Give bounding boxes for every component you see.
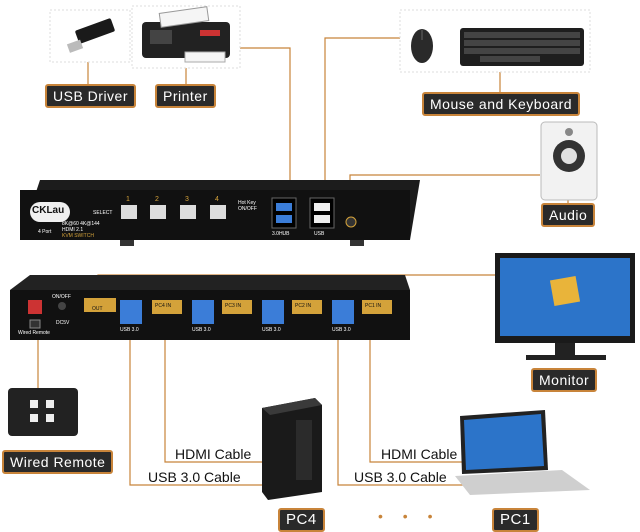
usb3-label-1: USB 3.0 — [120, 327, 139, 333]
usb3-label-3: USB 3.0 — [262, 327, 281, 333]
usb3-label-2: USB 3.0 — [192, 327, 211, 333]
usb3-label-4: USB 3.0 — [332, 327, 351, 333]
hotkey-label: Hot Key ON/OFF — [238, 200, 264, 212]
button-4-label: 4 — [215, 196, 219, 203]
hub-label: 3.0HUB — [272, 231, 290, 237]
pc3-in-label: PC3 IN — [225, 303, 241, 309]
usb-small-label: USB — [314, 231, 324, 237]
button-1-label: 1 — [126, 196, 130, 203]
badge-bottom: KVM SWITCH — [62, 233, 94, 239]
brand-logo: CKLau — [32, 205, 64, 216]
button-2-label: 2 — [155, 196, 159, 203]
out-label: OUT — [92, 306, 103, 312]
select-label: SELECT — [93, 210, 112, 216]
dc5v-label: DC5V — [56, 320, 69, 326]
rear-wired-remote-label: Wired Remote — [18, 330, 50, 336]
pc4-in-label: PC4 IN — [155, 303, 171, 309]
pc1-in-label: PC1 IN — [365, 303, 381, 309]
pc2-in-label: PC2 IN — [295, 303, 311, 309]
button-3-label: 3 — [185, 196, 189, 203]
ports-label: 4 Port — [38, 229, 51, 235]
on-off-label: ON/OFF — [52, 294, 71, 300]
